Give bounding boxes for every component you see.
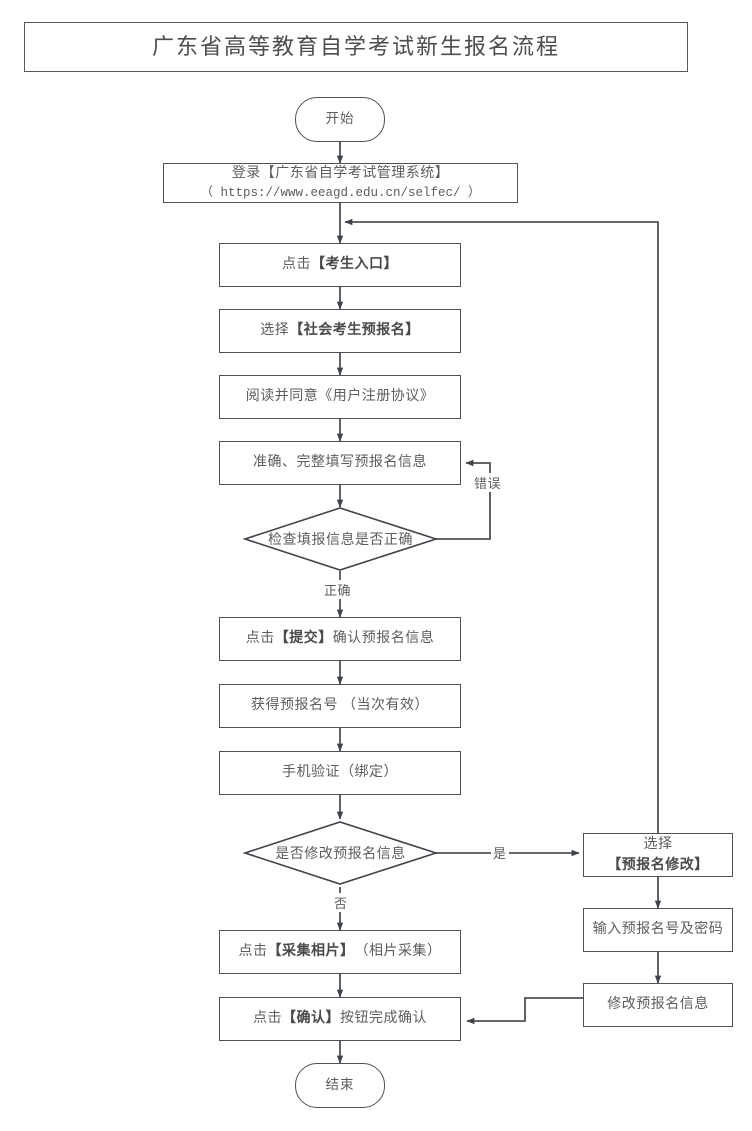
node-fill-info-label: 准确、完整填写预报名信息 <box>253 454 427 470</box>
node-preregister-bracket: 【社会考生预报名】 <box>289 322 420 338</box>
node-get-number-label: 获得预报名号 （当次有效） <box>251 697 429 713</box>
node-phone-verify[interactable]: 手机验证（绑定） <box>219 751 461 795</box>
node-login[interactable]: 登录【广东省自学考试管理系统】 （ https://www.eeagd.edu.… <box>163 163 518 203</box>
edge-label-correct: 正确 <box>322 580 354 599</box>
node-do-modify[interactable]: 修改预报名信息 <box>583 983 733 1027</box>
node-select-modify-line2: 【预报名修改】 <box>607 858 709 873</box>
node-photo-suffix: （相片采集） <box>354 943 442 959</box>
node-phone-verify-label: 手机验证（绑定） <box>282 764 398 780</box>
node-submit[interactable]: 点击【提交】确认预报名信息 <box>219 617 461 661</box>
node-photo-capture[interactable]: 点击【采集相片】（相片采集） <box>219 930 461 974</box>
node-login-url: （ https://www.eeagd.edu.cn/selfec/ ） <box>200 186 481 201</box>
edge-modify-return-to-main <box>344 218 659 833</box>
node-select-modify-line1: 选择 <box>643 837 673 852</box>
edge-domodify-to-confirm <box>466 997 583 1025</box>
node-entrance-bracket: 【考生入口】 <box>311 256 398 272</box>
edge-label-yes: 是 <box>491 843 509 862</box>
decision-modify-info-shape <box>242 821 439 885</box>
decision-check-info-shape <box>242 507 439 571</box>
node-start[interactable]: 开始 <box>295 97 385 142</box>
node-confirm[interactable]: 点击【确认】按钮完成确认 <box>219 997 461 1041</box>
node-entrance[interactable]: 点击【考生入口】 <box>219 243 461 287</box>
edge-check-error-loop <box>436 459 491 540</box>
node-agreement-label: 阅读并同意《用户注册协议》 <box>245 388 435 404</box>
page-title: 广东省高等教育自学考试新生报名流程 <box>24 22 688 72</box>
node-agreement[interactable]: 阅读并同意《用户注册协议》 <box>219 375 461 419</box>
decision-modify-info-label[interactable]: 是否修改预报名信息 <box>275 847 406 862</box>
node-confirm-suffix: 按钮完成确认 <box>340 1010 427 1026</box>
node-submit-prefix: 点击 <box>245 630 275 646</box>
node-do-modify-label: 修改预报名信息 <box>607 996 709 1012</box>
edge-label-error: 错误 <box>472 473 504 492</box>
node-login-line1: 登录【广东省自学考试管理系统】 <box>231 166 450 182</box>
node-submit-bracket: 【提交】 <box>274 630 333 646</box>
edge-label-no: 否 <box>332 893 350 912</box>
node-end[interactable]: 结束 <box>295 1063 385 1108</box>
node-enter-credentials-label: 输入预报名号及密码 <box>592 921 724 937</box>
node-entrance-prefix: 点击 <box>282 256 311 272</box>
node-submit-suffix: 确认预报名信息 <box>332 630 435 646</box>
node-confirm-prefix: 点击 <box>253 1010 282 1026</box>
node-select-modify[interactable]: 选择 【预报名修改】 <box>583 833 733 877</box>
node-photo-prefix: 点击 <box>238 943 268 959</box>
node-enter-credentials[interactable]: 输入预报名号及密码 <box>583 908 733 952</box>
node-preregister-prefix: 选择 <box>260 322 290 338</box>
node-confirm-bracket: 【确认】 <box>282 1010 340 1026</box>
decision-check-info-label[interactable]: 检查填报信息是否正确 <box>268 533 413 548</box>
node-preregister[interactable]: 选择【社会考生预报名】 <box>219 309 461 353</box>
node-fill-info[interactable]: 准确、完整填写预报名信息 <box>219 441 461 485</box>
node-get-number[interactable]: 获得预报名号 （当次有效） <box>219 684 461 728</box>
node-photo-bracket: 【采集相片】 <box>267 943 355 959</box>
